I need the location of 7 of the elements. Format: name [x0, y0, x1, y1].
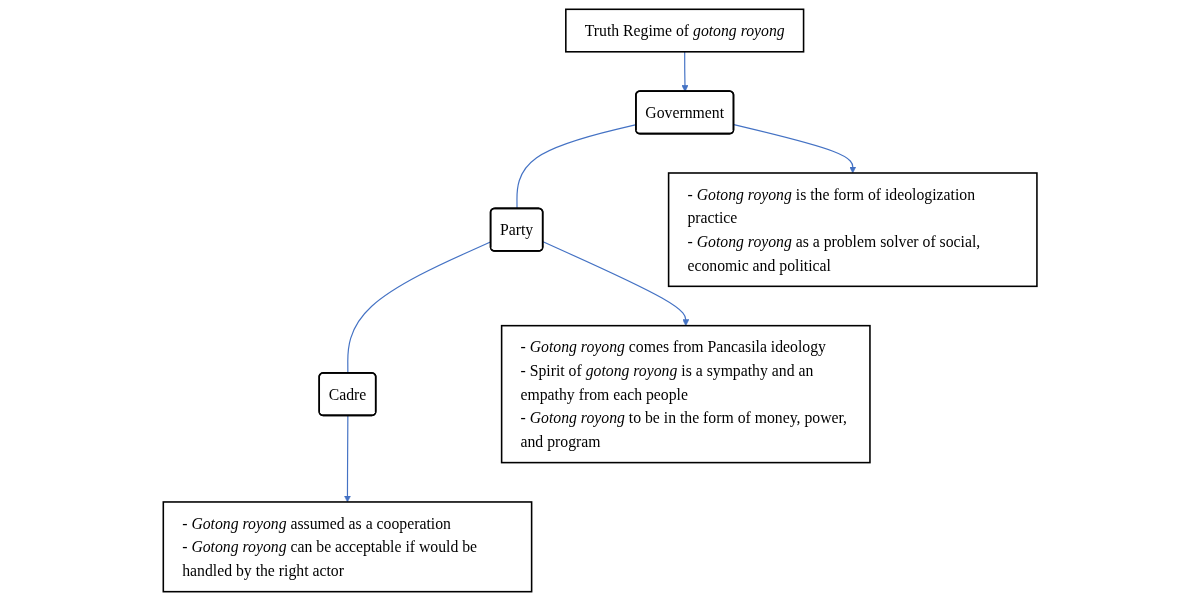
node-box: Truth Regime of gotong royong — [565, 8, 805, 53]
node-box: - Gotong royong is the form of ideologization practice - Gotong royong as a problem solver of social, economic and political — [668, 172, 1039, 288]
arrow — [344, 415, 352, 503]
node-box: - Gotong royong assumed as a cooperation - Gotong royong can be acceptable if would be handled by the right actor — [162, 501, 533, 593]
arrow — [733, 124, 857, 174]
arrow — [681, 51, 689, 92]
node-box: - Gotong royong comes from Pancasila ideology - Spirit of gotong royong is a sympathy and an empathy from each people - Gotong royong to be in the form of money, power, and program — [501, 324, 872, 464]
